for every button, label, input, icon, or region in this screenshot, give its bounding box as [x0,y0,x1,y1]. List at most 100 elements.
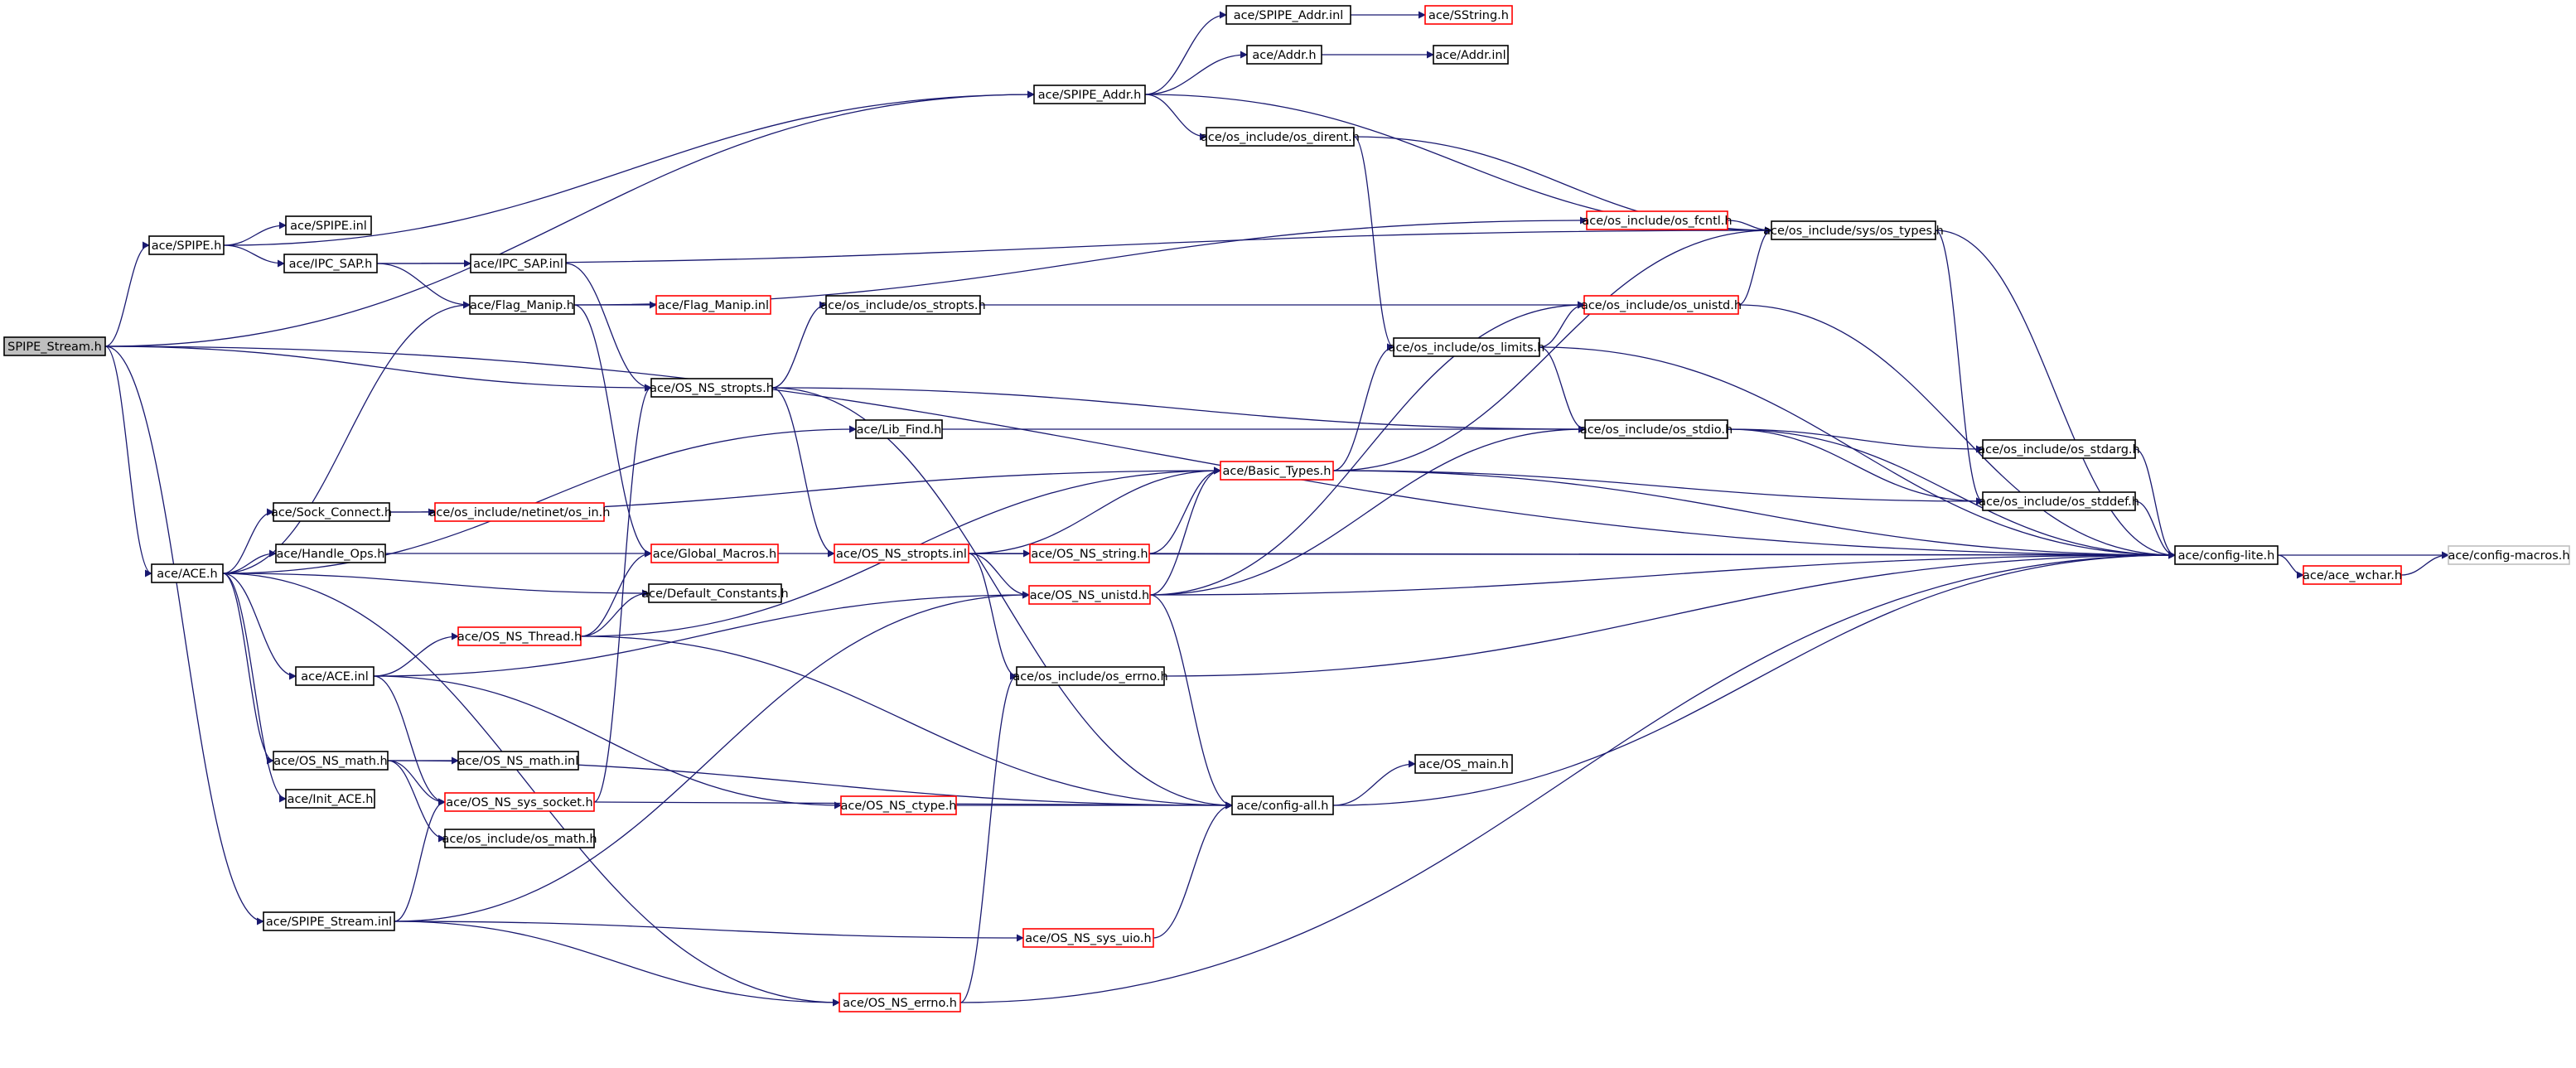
node-label: ace/IPC_SAP.inl [473,258,563,271]
node-handle-ops[interactable]: ace/Handle_Ops.h [275,544,386,563]
node-label: ace/OS_NS_stropts.h [650,382,774,395]
node-os-ns-sys-uio[interactable]: ace/OS_NS_sys_uio.h [1022,928,1154,948]
node-box [151,563,224,583]
node-sock-connect[interactable]: ace/Sock_Connect.h [271,502,392,522]
dependency-edges [104,11,2449,1007]
node-addr-inl[interactable]: ace/Addr.inl [1433,45,1509,65]
node-ace-inl[interactable]: ace/ACE.inl [295,666,375,686]
node-os-ns-errno[interactable]: ace/OS_NS_errno.h [839,993,961,1012]
node-os-ns-stropts-inl[interactable]: ace/OS_NS_stropts.inl [834,544,969,563]
edge-config-lite-to-ace-wchar [2277,554,2304,579]
node-lib-find[interactable]: ace/Lib_Find.h [855,419,943,439]
node-label: ace/SPIPE.inl [290,220,367,233]
node-config-lite[interactable]: ace/config-lite.h [2174,545,2279,565]
node-os-ns-stropts-h[interactable]: ace/OS_NS_stropts.h [650,378,774,398]
edge-basic-types-to-os-types [1332,226,1772,471]
node-os-stddef[interactable]: ace/os_include/os_stddef.h [1979,491,2139,511]
edge-os-types-to-os-stddef [1935,230,1984,505]
node-global-macros[interactable]: ace/Global_Macros.h [650,544,779,563]
node-os-stdio[interactable]: ace/os_include/os_stdio.h [1580,419,1733,439]
node-spipe-stream-inl[interactable]: ace/SPIPE_Stream.inl [263,911,395,931]
node-label: ace/Basic_Types.h [1223,465,1331,478]
node-os-limits[interactable]: ace/os_include/os_limits.h [1389,337,1545,357]
node-label: ace/os_include/os_stddef.h [1979,495,2139,509]
node-label: ace/Default_Constants.h [641,587,788,601]
node-os-stdarg[interactable]: ace/os_include/os_stdarg.h [1978,439,2140,459]
node-root[interactable]: SPIPE_Stream.h [3,336,106,356]
node-label: ace/OS_NS_Thread.h [457,631,582,644]
node-os-types[interactable]: ace/os_include/sys/os_types.h [1763,220,1944,240]
node-flag-manip-h[interactable]: ace/Flag_Manip.h [469,295,575,315]
node-sstring-h[interactable]: ace/SString.h [1424,5,1513,25]
node-os-errno[interactable]: ace/os_include/os_errno.h [1013,666,1168,686]
node-box [650,544,779,563]
edge-ace-h-to-ace-inl [222,573,297,680]
node-label: ace/os_include/netinet/os_in.h [429,506,611,520]
edge-os-ns-sys-socket-to-os-ns-stropts-h [593,384,652,803]
node-box [444,792,595,812]
node-label: ace/OS_NS_sys_socket.h [446,796,592,809]
node-os-in[interactable]: ace/os_include/netinet/os_in.h [429,502,611,522]
node-default-constants[interactable]: ace/Default_Constants.h [641,583,789,603]
edge-config-all-to-config-lite [1332,551,2176,806]
node-os-ns-ctype[interactable]: ace/OS_NS_ctype.h [840,795,957,815]
edge-flag-manip-h-to-os-fcntl [573,216,1588,306]
node-spipe-addr-inl[interactable]: ace/SPIPE_Addr.inl [1225,5,1351,25]
node-os-main[interactable]: ace/OS_main.h [1414,754,1513,774]
node-label: ace/Flag_Manip.h [470,299,574,312]
node-config-all[interactable]: ace/config-all.h [1231,795,1334,815]
node-label: ace/Flag_Manip.inl [658,299,769,312]
node-label: SPIPE_Stream.h [7,341,102,354]
node-init-ace[interactable]: ace/Init_ACE.h [285,789,375,809]
edge-spipe-addr-h-to-os-types [1144,94,1772,234]
node-os-ns-sys-socket[interactable]: ace/OS_NS_sys_socket.h [444,792,595,812]
edge-os-ns-unistd-to-config-all [1149,594,1233,809]
node-os-dirent[interactable]: ace/os_include/os_dirent.h [1201,127,1360,147]
node-label: ace/ACE.inl [301,670,368,684]
node-label: ace/os_include/os_errno.h [1013,670,1167,684]
edge-ace-wchar-to-config-macros [2400,551,2449,576]
node-spipe-addr-h[interactable]: ace/SPIPE_Addr.h [1033,85,1146,104]
node-ipc-sap-h[interactable]: ace/IPC_SAP.h [283,254,378,273]
node-flag-manip-inl[interactable]: ace/Flag_Manip.inl [655,295,771,315]
edge-spipe-h-to-ipc-sap-h [223,244,285,268]
node-box [855,419,943,439]
node-os-ns-unistd[interactable]: ace/OS_NS_unistd.h [1028,585,1151,605]
node-config-macros[interactable]: ace/config-macros.h [2448,545,2570,565]
edge-os-errno-to-config-lite [1163,551,2176,677]
node-os-math[interactable]: ace/os_include/os_math.h [442,829,597,848]
edge-os-ns-stropts-h-to-os-stropts [771,301,827,389]
edge-ace-h-to-default-constants [222,573,650,597]
node-os-ns-math-inl[interactable]: ace/OS_NS_math.inl [457,751,579,771]
node-label: ace/os_include/os_stdio.h [1580,423,1733,437]
node-label: ace/config-macros.h [2448,549,2569,563]
edge-spipe-addr-h-to-os-dirent [1144,94,1207,141]
node-spipe-h[interactable]: ace/SPIPE.h [148,235,225,255]
edge-os-ns-unistd-to-basic-types [1149,466,1221,596]
node-label: ace/OS_NS_math.h [273,755,388,768]
node-os-unistd[interactable]: ace/os_include/os_unistd.h [1581,295,1742,315]
edge-os-ns-stropts-h-to-os-stdio [771,387,1586,433]
edge-basic-types-to-os-limits [1332,343,1394,471]
node-ipc-sap-inl[interactable]: ace/IPC_SAP.inl [470,254,567,273]
node-ace-wchar[interactable]: ace/ace_wchar.h [2303,565,2402,585]
edge-spipe-stream-inl-to-os-ns-errno [394,921,840,1007]
node-os-stropts[interactable]: ace/os_include/os_stropts.h [820,295,986,315]
node-basic-types[interactable]: ace/Basic_Types.h [1220,461,1334,481]
edge-spipe-h-to-spipe-addr-h [223,90,1035,246]
node-os-fcntl[interactable]: ace/os_include/os_fcntl.h [1582,210,1733,230]
edge-os-ns-string-to-basic-types [1148,466,1221,554]
node-os-ns-string[interactable]: ace/OS_NS_string.h [1029,544,1150,563]
edge-ace-h-to-lib-find [222,425,857,574]
edge-os-ns-unistd-to-os-unistd [1149,301,1585,596]
edge-ace-inl-to-os-ns-thread [373,632,459,677]
node-label: ace/os_include/os_fcntl.h [1582,215,1732,228]
edge-flag-manip-h-to-global-macros [573,304,652,558]
node-ace-h[interactable]: ace/ACE.h [151,563,224,583]
node-os-ns-thread[interactable]: ace/OS_NS_Thread.h [457,626,582,646]
node-addr-h[interactable]: ace/Addr.h [1246,45,1322,65]
node-box [1033,85,1146,104]
node-spipe-inl[interactable]: ace/SPIPE.inl [285,215,372,235]
node-box [275,544,386,563]
node-os-ns-math-h[interactable]: ace/OS_NS_math.h [273,751,389,771]
